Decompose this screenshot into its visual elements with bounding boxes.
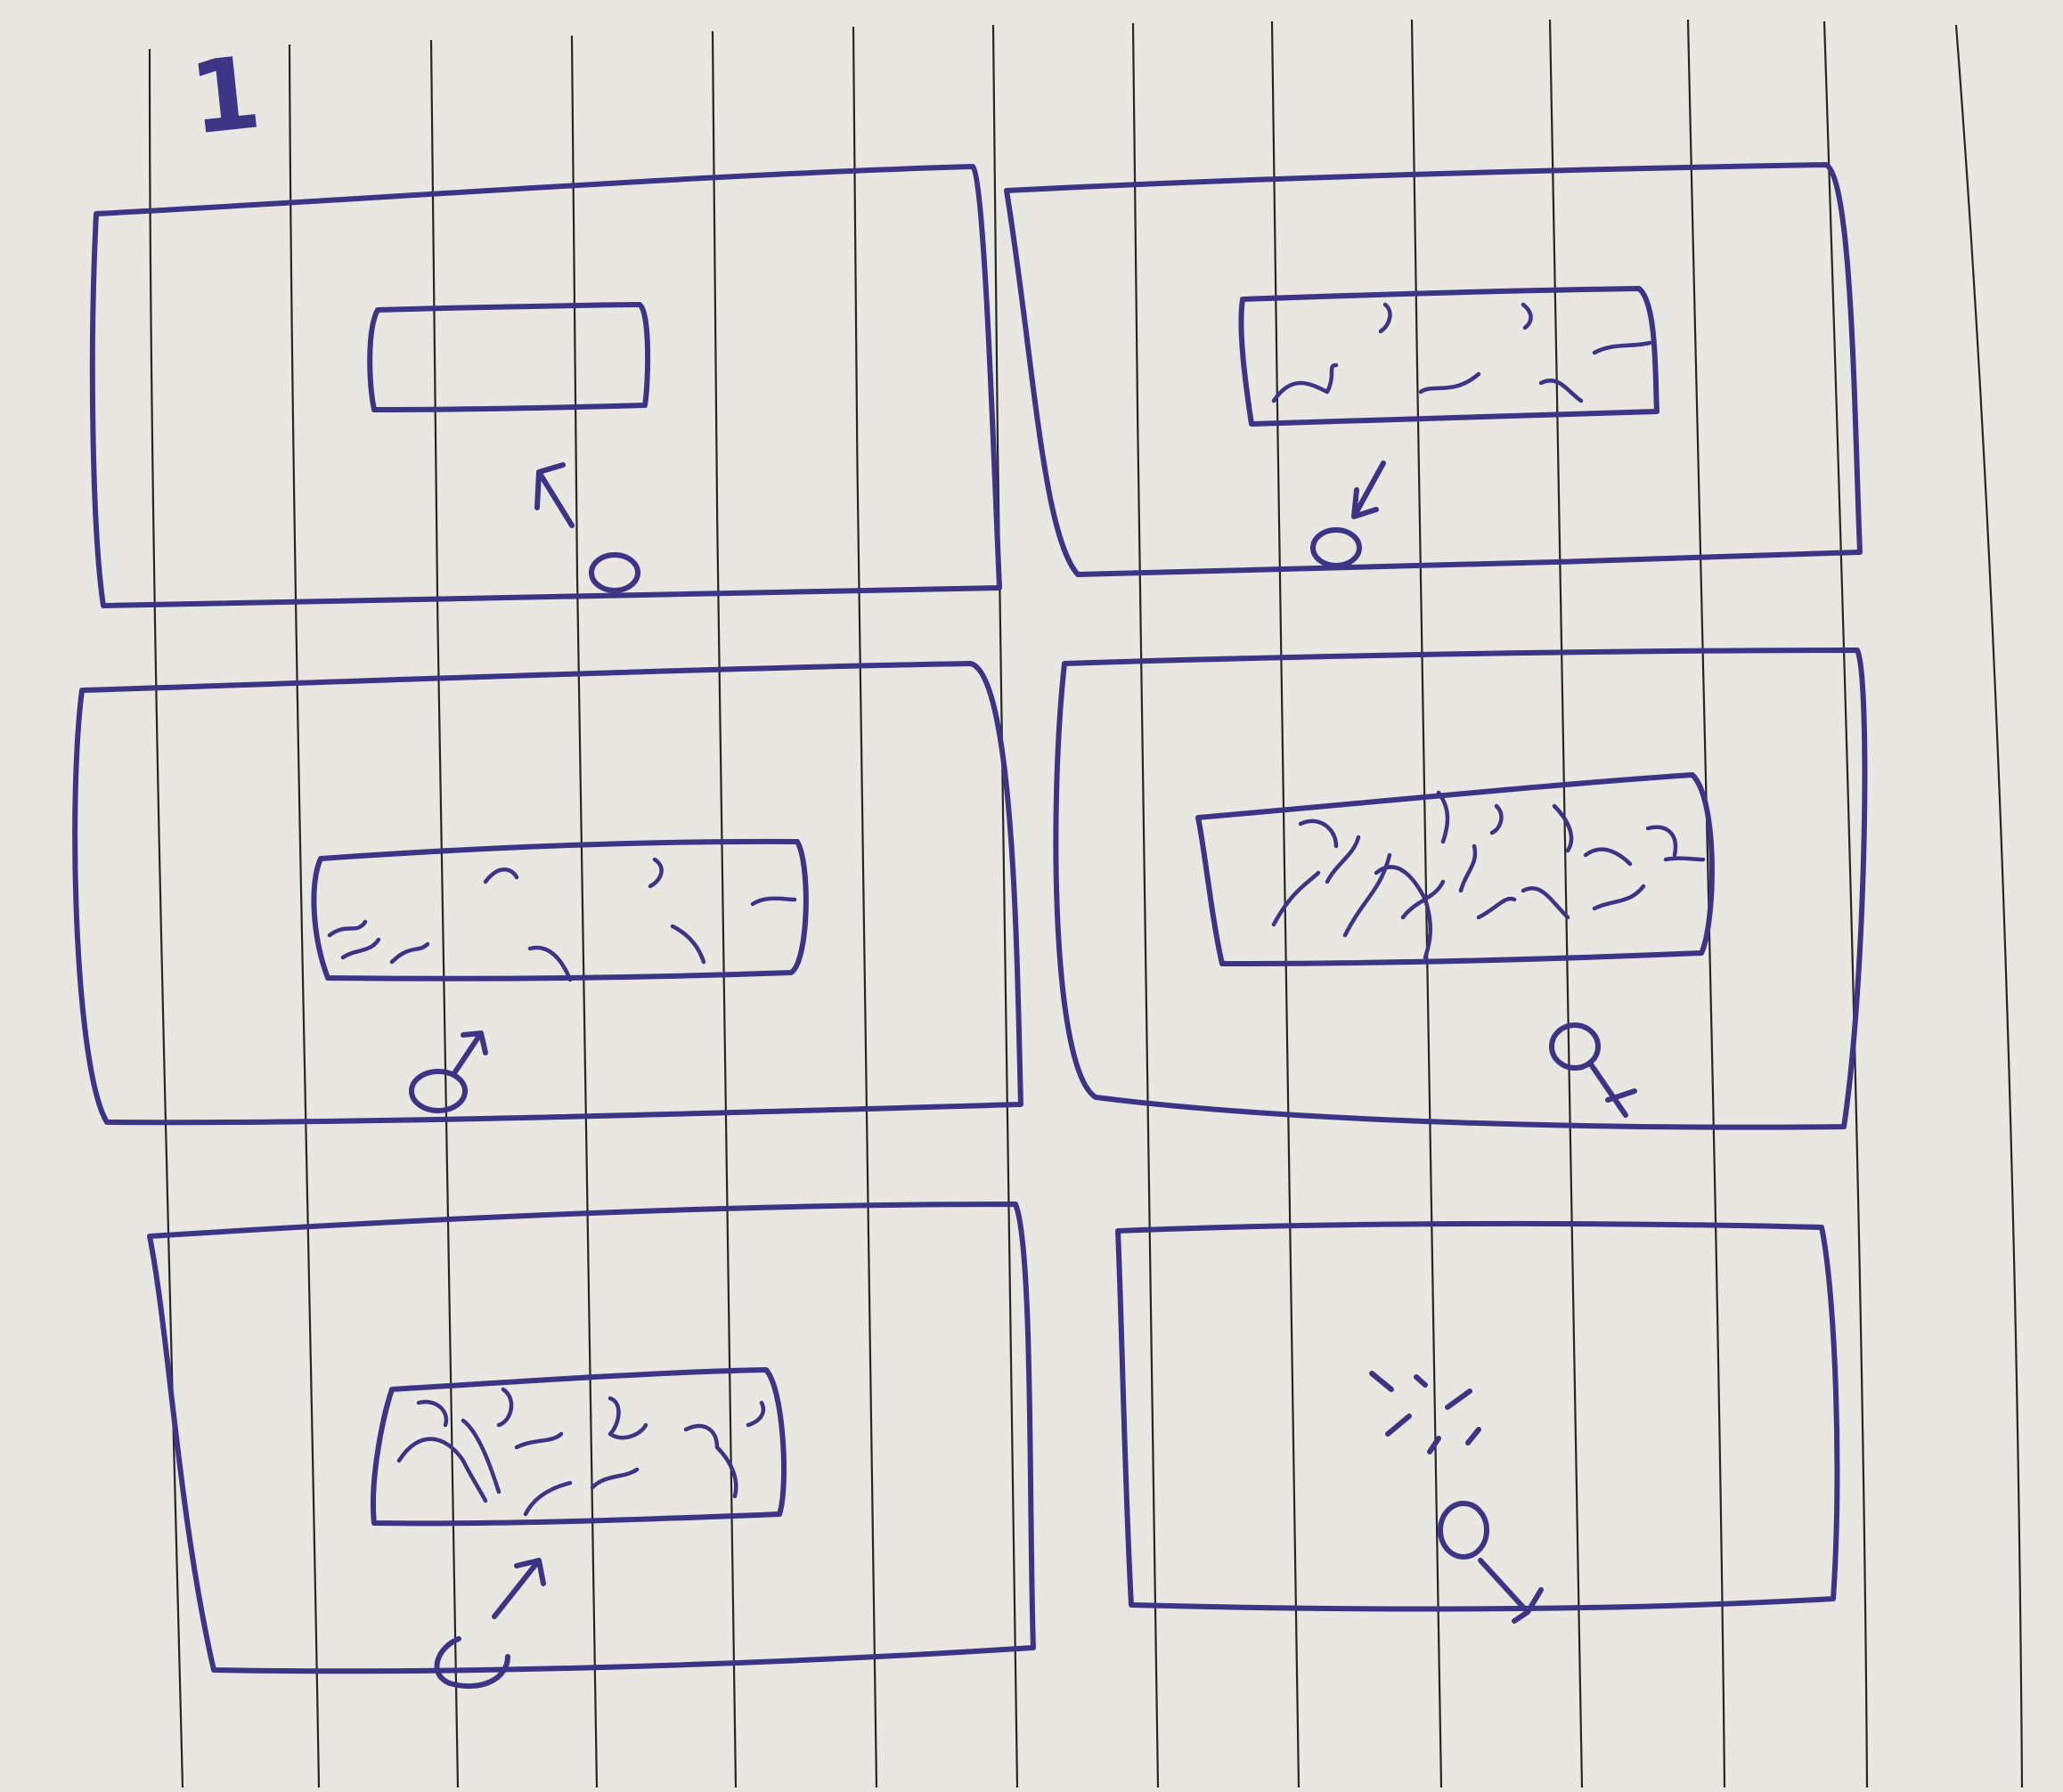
player-circle-icon (409, 1069, 468, 1113)
arrow-down-icon (1478, 1558, 1544, 1624)
inner-box (371, 1367, 787, 1527)
inner-box (367, 302, 651, 412)
panel-4 (1053, 648, 1868, 1130)
panel-frame (1004, 162, 1863, 577)
panel-2 (1004, 162, 1863, 577)
rule-line (1822, 20, 1869, 1788)
panel-frame (1115, 1220, 1840, 1612)
rule-line (711, 30, 738, 1788)
panel-3 (72, 661, 1023, 1126)
arrow-up-right-icon (452, 1030, 488, 1076)
player-circle-icon (1438, 1501, 1489, 1560)
rule-line (1954, 24, 2024, 1788)
scribbles (327, 857, 797, 982)
scribbles (1271, 790, 1706, 960)
panel-6 (1115, 1220, 1840, 1624)
player-circle-icon (1549, 1022, 1601, 1071)
ruled-lines (148, 19, 2024, 1788)
inner-box (1238, 286, 1659, 427)
rule-line (288, 44, 321, 1788)
page-number: 1 (184, 35, 266, 158)
rule-line (1131, 22, 1160, 1788)
rule-line (991, 24, 1019, 1788)
panel-1 (89, 164, 1002, 608)
panel-frame (89, 164, 1002, 608)
rule-line (852, 26, 878, 1788)
arrow-down-right-icon (1588, 1062, 1637, 1118)
arrow-up-right-icon (492, 1558, 546, 1619)
player-circle-icon (434, 1636, 510, 1690)
rule-line (570, 35, 599, 1788)
inner-box (1195, 772, 1715, 966)
player-circle-icon (589, 552, 640, 593)
arrow-up-left-icon (534, 462, 575, 528)
panel-frame (1053, 648, 1868, 1130)
rule-line (1686, 19, 1726, 1788)
panel-5 (147, 1201, 1036, 1690)
burst-lines (1369, 1371, 1481, 1454)
rule-line (148, 48, 184, 1788)
panel-frame (147, 1201, 1036, 1674)
panel-frame (72, 661, 1023, 1126)
arrow-down-left-icon (1351, 460, 1386, 519)
scribbles (396, 1387, 766, 1517)
scribbles (1271, 302, 1652, 403)
player-circle-icon (1310, 527, 1362, 568)
inner-box (311, 838, 809, 982)
